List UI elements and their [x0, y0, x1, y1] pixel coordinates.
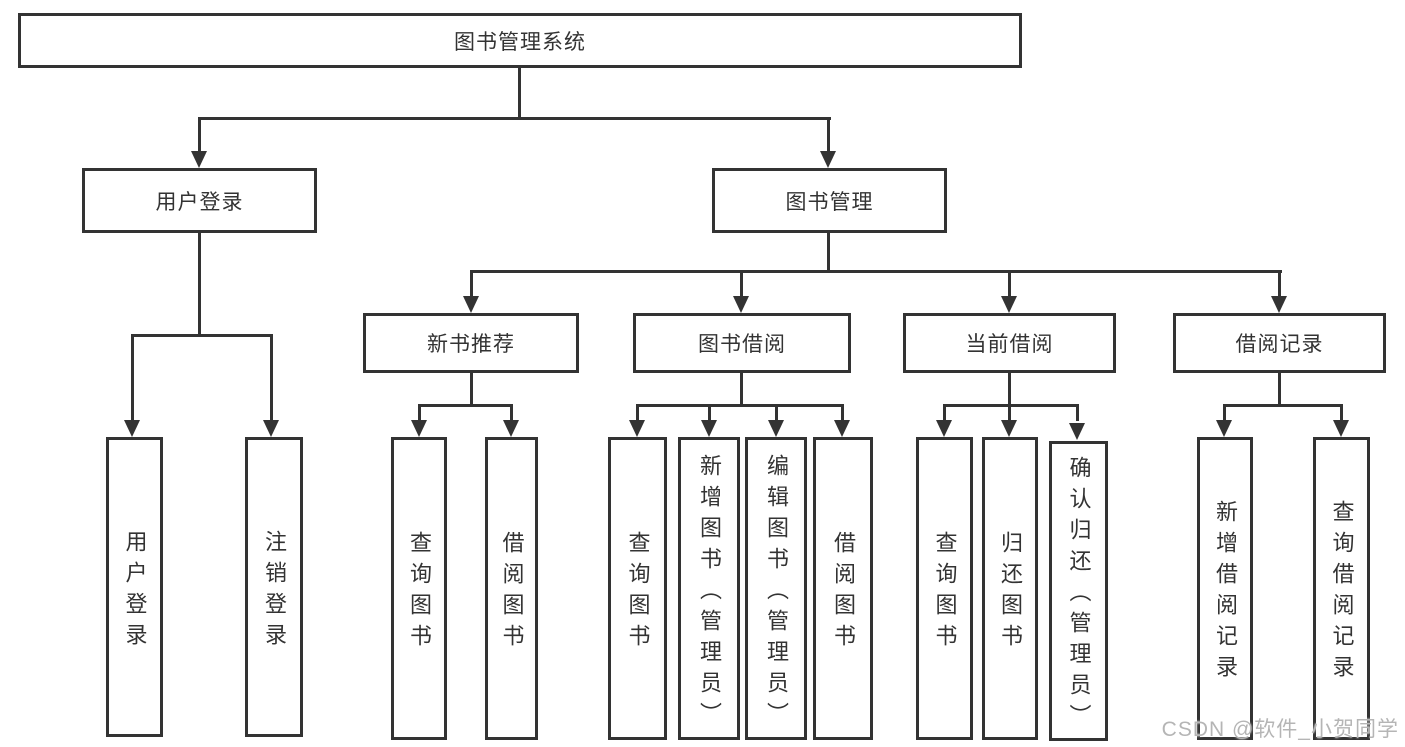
- connector-g2-stem3: [775, 404, 778, 421]
- node-borrow-edit-book: 编辑图书（管理员）: [745, 437, 807, 740]
- node-book-mgmt-label: 图书管理: [785, 190, 874, 214]
- node-borrow-records: 借阅记录: [1173, 313, 1386, 373]
- node-logout-action: 注销登录: [245, 437, 303, 737]
- arrow-g3-child2: [1001, 420, 1017, 437]
- connector-stem-book-mgmt: [827, 117, 830, 152]
- arrow-g2-child3: [768, 420, 784, 437]
- arrow-g4-child2: [1333, 420, 1349, 437]
- connector-g3-trunk: [1008, 373, 1011, 407]
- node-current-query-label: 查询图书: [932, 531, 958, 655]
- node-records-query-label: 查询借阅记录: [1329, 500, 1355, 686]
- connector-stem-login-action: [131, 334, 134, 421]
- node-borrow-add-book-label: 新增图书（管理员）: [697, 453, 722, 733]
- connector-stem-book-borrow: [740, 270, 743, 297]
- connector-g2-hline: [636, 404, 844, 407]
- arrow-login-action: [124, 420, 140, 437]
- node-borrow-book-label: 借阅图书: [831, 531, 856, 655]
- node-current-query: 查询图书: [916, 437, 973, 740]
- node-user-login: 用户登录: [82, 168, 317, 233]
- node-book-borrow-label: 图书借阅: [698, 333, 786, 356]
- connector-g3-hline: [943, 404, 1079, 407]
- connector-g2-stem1: [636, 404, 639, 421]
- node-current-confirm-return: 确认归还（管理员）: [1049, 441, 1108, 741]
- node-new-books: 新书推荐: [363, 313, 579, 373]
- csdn-watermark: CSDN @软件_小贺同学: [1161, 718, 1399, 741]
- connector-g1-stem1: [418, 404, 421, 421]
- arrow-new-books: [463, 296, 479, 313]
- node-user-login-action-label: 用户登录: [122, 529, 148, 654]
- node-book-borrow: 图书借阅: [633, 313, 851, 373]
- connector-g3-stem1: [943, 404, 946, 421]
- connector-stem-new-books: [470, 270, 473, 297]
- arrow-g2-child4: [834, 420, 850, 437]
- arrow-current-borrow: [1001, 296, 1017, 313]
- node-current-borrow: 当前借阅: [903, 313, 1116, 373]
- connector-g2-stem2: [708, 404, 711, 421]
- arrow-user-login: [191, 151, 207, 168]
- node-new-books-label: 新书推荐: [427, 333, 515, 356]
- connector-g4-stem2: [1340, 404, 1343, 421]
- connector-bookmgmt-trunk: [827, 233, 830, 273]
- node-records-add-label: 新增借阅记录: [1213, 500, 1238, 686]
- node-root-system: 图书管理系统: [18, 13, 1022, 68]
- node-records-add: 新增借阅记录: [1197, 437, 1253, 740]
- connector-userlogin-hline: [131, 334, 273, 337]
- connector-stem-logout-action: [270, 334, 273, 421]
- connector-stem-user-login: [198, 117, 201, 152]
- node-borrow-book: 借阅图书: [813, 437, 873, 740]
- node-newbooks-borrow-label: 借阅图书: [499, 531, 525, 655]
- arrow-g3-child3: [1069, 423, 1085, 440]
- arrow-g2-child1: [629, 420, 645, 437]
- node-records-query: 查询借阅记录: [1313, 437, 1370, 740]
- node-borrow-edit-book-label: 编辑图书（管理员）: [764, 453, 789, 733]
- node-current-confirm-return-label: 确认归还（管理员）: [1066, 456, 1092, 735]
- connector-g2-trunk: [740, 373, 743, 407]
- connector-stem-current-borrow: [1008, 270, 1011, 297]
- connector-g1-trunk: [470, 373, 473, 407]
- connector-g2-stem4: [841, 404, 844, 421]
- arrow-book-mgmt: [820, 151, 836, 168]
- arrow-g4-child1: [1216, 420, 1232, 437]
- node-borrow-add-book: 新增图书（管理员）: [678, 437, 740, 740]
- connector-g3-stem3: [1076, 404, 1079, 421]
- connector-g1-hline: [418, 404, 513, 407]
- arrow-book-borrow: [733, 296, 749, 313]
- node-borrow-query: 查询图书: [608, 437, 667, 740]
- connector-g3-stem2: [1008, 404, 1011, 421]
- connector-g4-stem1: [1223, 404, 1226, 421]
- node-newbooks-borrow: 借阅图书: [485, 437, 538, 740]
- connector-g4-trunk: [1278, 373, 1281, 407]
- node-borrow-query-label: 查询图书: [625, 531, 651, 655]
- connector-g1-stem2: [510, 404, 513, 421]
- node-book-mgmt: 图书管理: [712, 168, 947, 233]
- node-borrow-records-label: 借阅记录: [1235, 333, 1324, 356]
- node-current-return: 归还图书: [982, 437, 1038, 740]
- connector-stem-borrow-records: [1278, 270, 1281, 297]
- arrow-borrow-records: [1271, 296, 1287, 313]
- connector-userlogin-trunk: [198, 233, 201, 337]
- arrow-g2-child2: [701, 420, 717, 437]
- node-newbooks-query-label: 查询图书: [407, 531, 432, 655]
- node-newbooks-query: 查询图书: [391, 437, 447, 740]
- node-current-return-label: 归还图书: [998, 531, 1023, 655]
- arrow-logout-action: [263, 420, 279, 437]
- arrow-g1-child1: [411, 420, 427, 437]
- node-user-login-action: 用户登录: [106, 437, 163, 737]
- node-root-system-label: 图书管理系统: [454, 30, 586, 54]
- connector-root-trunk: [518, 68, 521, 120]
- node-user-login-label: 用户登录: [155, 190, 244, 214]
- node-logout-action-label: 注销登录: [262, 529, 287, 654]
- arrow-g1-child2: [503, 420, 519, 437]
- arrow-g3-child1: [936, 420, 952, 437]
- connector-bookmgmt-hline: [470, 270, 1282, 273]
- connector-root-hline: [198, 117, 831, 120]
- connector-g4-hline: [1223, 404, 1343, 407]
- node-current-borrow-label: 当前借阅: [965, 333, 1054, 356]
